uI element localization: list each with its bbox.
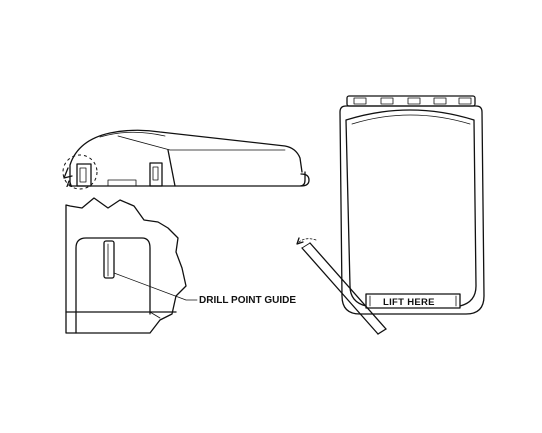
cover-front-view: LIFT HERE (339, 95, 485, 315)
cover-side-view (69, 129, 310, 187)
drill-point-guide-label: DRILL POINT GUIDE (199, 295, 296, 306)
lift-here-label: LIFT HERE (383, 297, 435, 308)
callout-a-label: A (66, 179, 73, 189)
drill-guide-leader-line (113, 272, 198, 301)
pry-tool (301, 242, 387, 335)
detail-callout-circle (62, 154, 98, 190)
lift-direction-arrow-icon (296, 237, 317, 245)
detail-view (65, 197, 187, 334)
